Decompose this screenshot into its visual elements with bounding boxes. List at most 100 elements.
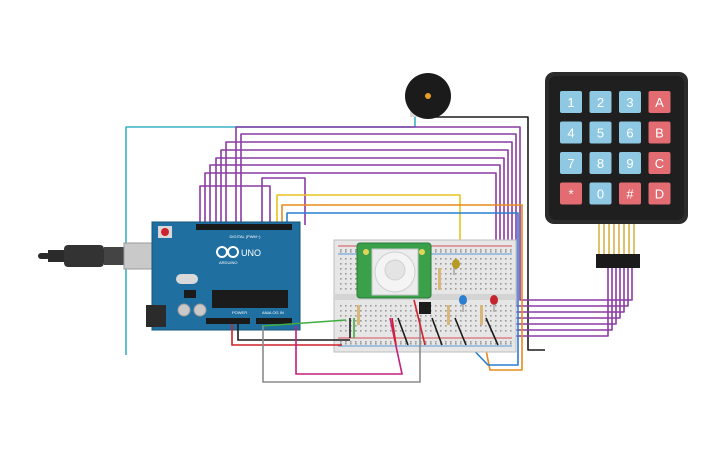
breadboard-hole[interactable] bbox=[470, 278, 472, 280]
breadboard-hole[interactable] bbox=[355, 278, 357, 280]
breadboard-hole[interactable] bbox=[350, 263, 352, 265]
breadboard-hole[interactable] bbox=[510, 288, 512, 290]
breadboard-hole[interactable] bbox=[405, 305, 407, 307]
breadboard-hole[interactable] bbox=[405, 325, 407, 327]
arduino-board[interactable]: DIGITAL (PWM~) ARDUINO UNO POWER ANALOG … bbox=[146, 221, 301, 331]
breadboard-hole[interactable] bbox=[500, 315, 502, 317]
breadboard-hole[interactable] bbox=[475, 343, 477, 345]
breadboard-hole[interactable] bbox=[435, 288, 437, 290]
breadboard-hole[interactable] bbox=[400, 310, 402, 312]
breadboard-hole[interactable] bbox=[485, 251, 487, 253]
breadboard-hole[interactable] bbox=[500, 278, 502, 280]
breadboard-hole[interactable] bbox=[460, 258, 462, 260]
breadboard-hole[interactable] bbox=[445, 330, 447, 332]
breadboard-hole[interactable] bbox=[495, 288, 497, 290]
breadboard-hole[interactable] bbox=[480, 330, 482, 332]
blue-led[interactable] bbox=[459, 295, 467, 312]
breadboard-hole[interactable] bbox=[435, 320, 437, 322]
breadboard-hole[interactable] bbox=[340, 273, 342, 275]
breadboard-hole[interactable] bbox=[455, 325, 457, 327]
breadboard-hole[interactable] bbox=[435, 305, 437, 307]
breadboard-hole[interactable] bbox=[445, 305, 447, 307]
breadboard-hole[interactable] bbox=[505, 310, 507, 312]
breadboard-hole[interactable] bbox=[415, 320, 417, 322]
breadboard-hole[interactable] bbox=[380, 315, 382, 317]
breadboard-hole[interactable] bbox=[485, 305, 487, 307]
breadboard-hole[interactable] bbox=[475, 258, 477, 260]
breadboard-hole[interactable] bbox=[375, 320, 377, 322]
wire-black-buzzer[interactable] bbox=[430, 116, 545, 351]
breadboard-hole[interactable] bbox=[490, 251, 492, 253]
power-jack[interactable] bbox=[146, 305, 166, 327]
breadboard-hole[interactable] bbox=[355, 310, 357, 312]
breadboard-hole[interactable] bbox=[500, 251, 502, 253]
breadboard-hole[interactable] bbox=[415, 325, 417, 327]
key-hash[interactable]: # bbox=[619, 182, 641, 205]
breadboard-hole[interactable] bbox=[465, 341, 467, 343]
breadboard-hole[interactable] bbox=[465, 325, 467, 327]
breadboard-hole[interactable] bbox=[475, 283, 477, 285]
power-header[interactable] bbox=[206, 318, 250, 324]
breadboard-hole[interactable] bbox=[455, 273, 457, 275]
breadboard-hole[interactable] bbox=[510, 330, 512, 332]
breadboard-hole[interactable] bbox=[475, 325, 477, 327]
breadboard-hole[interactable] bbox=[345, 310, 347, 312]
breadboard-hole[interactable] bbox=[505, 278, 507, 280]
breadboard-hole[interactable] bbox=[355, 341, 357, 343]
breadboard-hole[interactable] bbox=[345, 341, 347, 343]
breadboard-hole[interactable] bbox=[370, 305, 372, 307]
breadboard-hole[interactable] bbox=[360, 315, 362, 317]
breadboard-hole[interactable] bbox=[490, 330, 492, 332]
breadboard-hole[interactable] bbox=[480, 249, 482, 251]
breadboard-hole[interactable] bbox=[410, 343, 412, 345]
breadboard-hole[interactable] bbox=[355, 273, 357, 275]
breadboard-hole[interactable] bbox=[345, 268, 347, 270]
breadboard-hole[interactable] bbox=[490, 343, 492, 345]
breadboard-hole[interactable] bbox=[445, 258, 447, 260]
breadboard-hole[interactable] bbox=[350, 315, 352, 317]
breadboard-hole[interactable] bbox=[510, 325, 512, 327]
breadboard-hole[interactable] bbox=[375, 341, 377, 343]
breadboard-hole[interactable] bbox=[350, 268, 352, 270]
breadboard-hole[interactable] bbox=[395, 325, 397, 327]
breadboard-hole[interactable] bbox=[490, 320, 492, 322]
breadboard-hole[interactable] bbox=[415, 310, 417, 312]
breadboard-hole[interactable] bbox=[355, 330, 357, 332]
breadboard-hole[interactable] bbox=[355, 305, 357, 307]
key-B[interactable]: B bbox=[648, 121, 671, 144]
breadboard-hole[interactable] bbox=[350, 249, 352, 251]
breadboard-hole[interactable] bbox=[465, 283, 467, 285]
breadboard-hole[interactable] bbox=[475, 330, 477, 332]
breadboard-hole[interactable] bbox=[370, 330, 372, 332]
breadboard-hole[interactable] bbox=[345, 288, 347, 290]
breadboard-hole[interactable] bbox=[370, 325, 372, 327]
breadboard-hole[interactable] bbox=[485, 249, 487, 251]
breadboard-hole[interactable] bbox=[460, 341, 462, 343]
breadboard-hole[interactable] bbox=[495, 258, 497, 260]
breadboard-hole[interactable] bbox=[470, 325, 472, 327]
breadboard-hole[interactable] bbox=[465, 268, 467, 270]
breadboard-hole[interactable] bbox=[340, 263, 342, 265]
breadboard-hole[interactable] bbox=[480, 325, 482, 327]
breadboard-hole[interactable] bbox=[355, 263, 357, 265]
breadboard-hole[interactable] bbox=[340, 268, 342, 270]
breadboard-hole[interactable] bbox=[450, 283, 452, 285]
key-C[interactable]: C bbox=[648, 152, 671, 174]
breadboard-hole[interactable] bbox=[370, 310, 372, 312]
breadboard-hole[interactable] bbox=[345, 305, 347, 307]
breadboard-hole[interactable] bbox=[390, 341, 392, 343]
breadboard-hole[interactable] bbox=[460, 263, 462, 265]
breadboard-hole[interactable] bbox=[425, 341, 427, 343]
wire-black-bb2[interactable] bbox=[431, 317, 443, 346]
breadboard-hole[interactable] bbox=[345, 273, 347, 275]
wire-purple-4[interactable] bbox=[220, 149, 621, 319]
breadboard-hole[interactable] bbox=[470, 343, 472, 345]
breadboard-hole[interactable] bbox=[350, 343, 352, 345]
breadboard-hole[interactable] bbox=[500, 268, 502, 270]
breadboard-hole[interactable] bbox=[465, 330, 467, 332]
breadboard-hole[interactable] bbox=[365, 330, 367, 332]
breadboard-hole[interactable] bbox=[345, 278, 347, 280]
breadboard-hole[interactable] bbox=[505, 343, 507, 345]
breadboard-hole[interactable] bbox=[510, 251, 512, 253]
breadboard-hole[interactable] bbox=[355, 283, 357, 285]
